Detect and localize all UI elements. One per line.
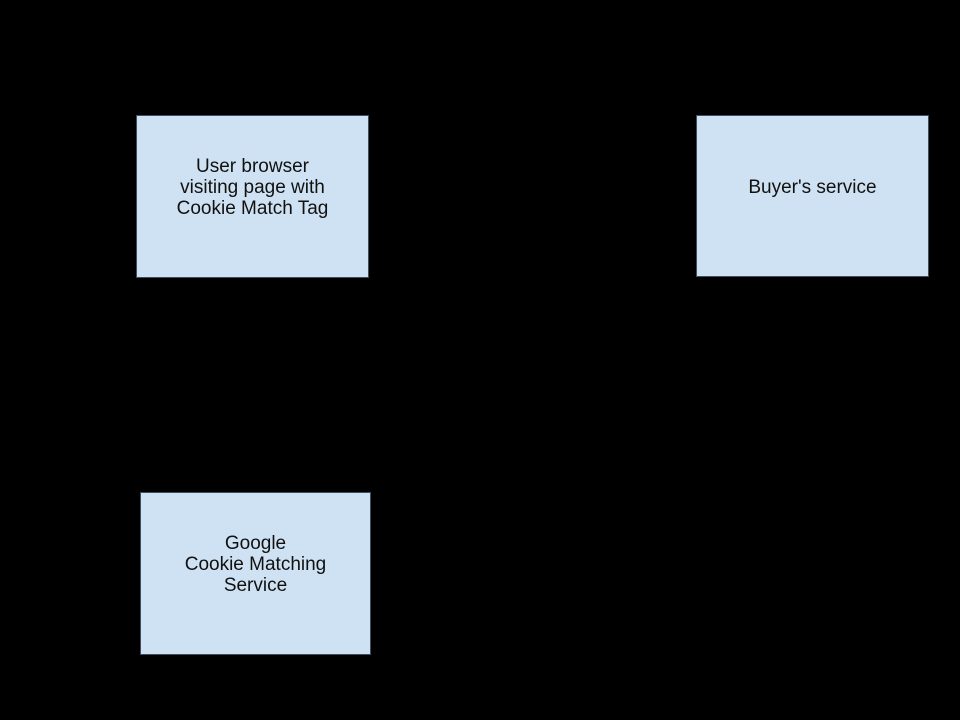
- node-user-browser: User browser visiting page with Cookie M…: [136, 115, 369, 278]
- label-line: Buyer's service: [748, 176, 877, 198]
- label-line: Cookie Matching: [184, 554, 327, 575]
- node-buyers-service-label: Buyer's service: [748, 177, 876, 198]
- label-line: Google: [224, 533, 287, 554]
- node-google-cookie-matching-service: Google Cookie Matching Service: [140, 492, 371, 655]
- label-line: Service: [223, 575, 288, 596]
- node-user-browser-label: User browser visiting page with Cookie M…: [177, 156, 329, 219]
- node-buyers-service: Buyer's service: [696, 115, 929, 277]
- node-google-cookie-matching-service-label: Google Cookie Matching Service: [185, 533, 327, 596]
- label-line: Cookie Match Tag: [176, 198, 329, 219]
- label-line: User browser: [196, 156, 309, 177]
- label-line: visiting page with: [180, 177, 325, 198]
